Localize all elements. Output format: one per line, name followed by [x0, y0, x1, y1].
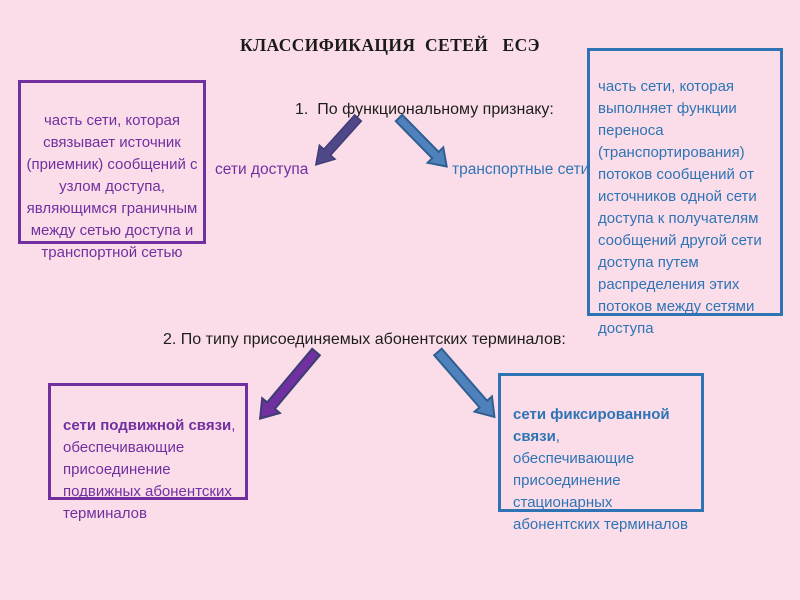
mobile-networks-definition-box: сети подвижной связи, обеспечивающие при… [48, 383, 248, 522]
slide-title: КЛАССИФИКАЦИЯ СЕТЕЙ ЕСЭ [240, 35, 540, 55]
arrow-down-right-icon [432, 347, 496, 419]
criterion-1-functional: 1. По функциональному признаку: [295, 101, 554, 118]
transport-network-definition-text: часть сети, которая выполняет функции пе… [598, 78, 762, 337]
mobile-networks-definition-text: , обеспечивающие присоединение подвижных… [63, 417, 236, 522]
criterion-2-terminal-type: 2. По типу присоединяемых абонентских те… [163, 331, 566, 348]
transport-networks-label: транспортные сети [452, 161, 590, 178]
arrow-down-right-icon [394, 113, 448, 168]
access-network-definition-text: часть сети, которая связывает источник (… [26, 112, 198, 261]
fixed-networks-definition-box: сети фиксированной связи, обеспечивающие… [498, 373, 704, 533]
transport-network-definition-box: часть сети, которая выполняет функции пе… [587, 48, 783, 337]
access-network-definition-box: часть сети, которая связывает источник (… [18, 80, 206, 261]
arrow-down-left-icon [258, 347, 322, 421]
fixed-networks-definition-text: , обеспечивающие присоединение стационар… [513, 428, 688, 533]
access-networks-label: сети доступа [215, 161, 309, 178]
arrow-down-left-icon [314, 113, 363, 166]
mobile-networks-term: сети подвижной связи [63, 417, 232, 434]
fixed-networks-term: сети фиксированной связи [513, 406, 670, 445]
